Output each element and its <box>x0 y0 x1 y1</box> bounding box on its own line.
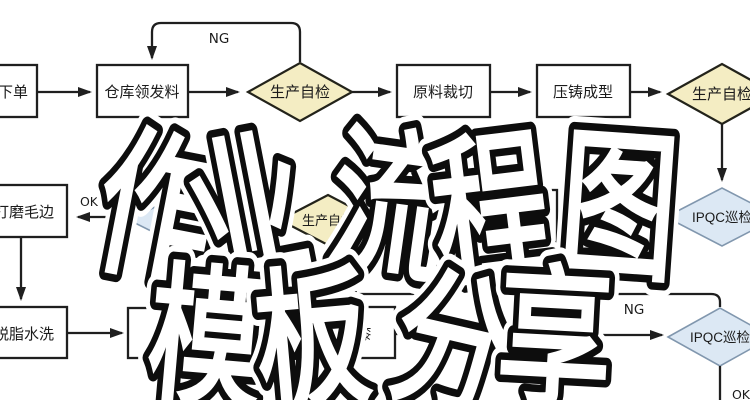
svg-text:图: 图 <box>554 111 683 307</box>
overlay-char-mo: 模 模 <box>129 234 282 400</box>
node-hidden-process-2-box <box>126 306 222 360</box>
overlay-char-xiang: 享 享 <box>481 236 628 400</box>
ok-bottom-label: OK <box>732 387 750 400</box>
node-cutting-box <box>395 63 492 119</box>
diamond-self-check-2-label: 生产自检 <box>692 86 750 103</box>
svg-text:板: 板 <box>248 247 377 400</box>
node-hidden-process-1-box <box>463 188 559 244</box>
diamond-ipqc-3 <box>666 307 750 367</box>
svg-text:享: 享 <box>493 248 616 400</box>
ng-loop-top <box>147 21 302 62</box>
flowchart-layer: 下单 仓库领发料 生产自检 NG 原料裁切 压铸成型 生产自检 IPQC巡检 生… <box>0 21 750 400</box>
svg-text:模: 模 <box>141 246 271 400</box>
diamond-self-check-1-label: 生产自检 <box>270 84 330 101</box>
node-die-casting-box <box>535 63 632 119</box>
node-start-label: 下单 <box>0 84 28 101</box>
ng-loop-bottom <box>347 291 722 307</box>
node-cutting-label: 原料裁切 <box>413 84 473 101</box>
svg-text:享: 享 <box>493 248 616 400</box>
diamond-ipqc-2 <box>127 193 235 247</box>
node-wash-box <box>0 305 69 360</box>
ng-top-label: NG <box>209 31 230 47</box>
diamond-ipqc-3-label: IPQC巡检 <box>690 330 750 345</box>
diamond-self-check-3 <box>277 193 379 247</box>
ok-left-label: OK <box>80 194 99 209</box>
diamond-ipqc-2-label: IPQC巡检 <box>152 213 210 228</box>
svg-text:流: 流 <box>318 107 460 310</box>
diamond-ipqc-1-label: IPQC巡检 <box>692 210 750 225</box>
node-die-casting-label: 压铸成型 <box>553 84 613 101</box>
node-painting-label: 漆 <box>356 326 371 343</box>
svg-text:模: 模 <box>141 246 271 400</box>
node-painting-box <box>298 305 397 360</box>
node-warehouse-label: 仓库领发料 <box>104 84 179 101</box>
ng-bottom-label: NG <box>624 302 645 318</box>
overlay-char-tu: 图 图 <box>543 100 695 319</box>
diamond-self-check-3-label: 生产自检 <box>302 213 354 228</box>
node-wash-label: 脱脂水洗 <box>0 326 54 343</box>
node-deburring-label: 打磨毛边 <box>0 204 54 221</box>
svg-text:板: 板 <box>248 247 377 400</box>
diamond-ipqc-1 <box>664 187 750 247</box>
overlay-char-ban: 板 板 <box>236 235 388 400</box>
diamond-self-check-2 <box>665 62 750 126</box>
svg-text:图: 图 <box>554 111 683 307</box>
